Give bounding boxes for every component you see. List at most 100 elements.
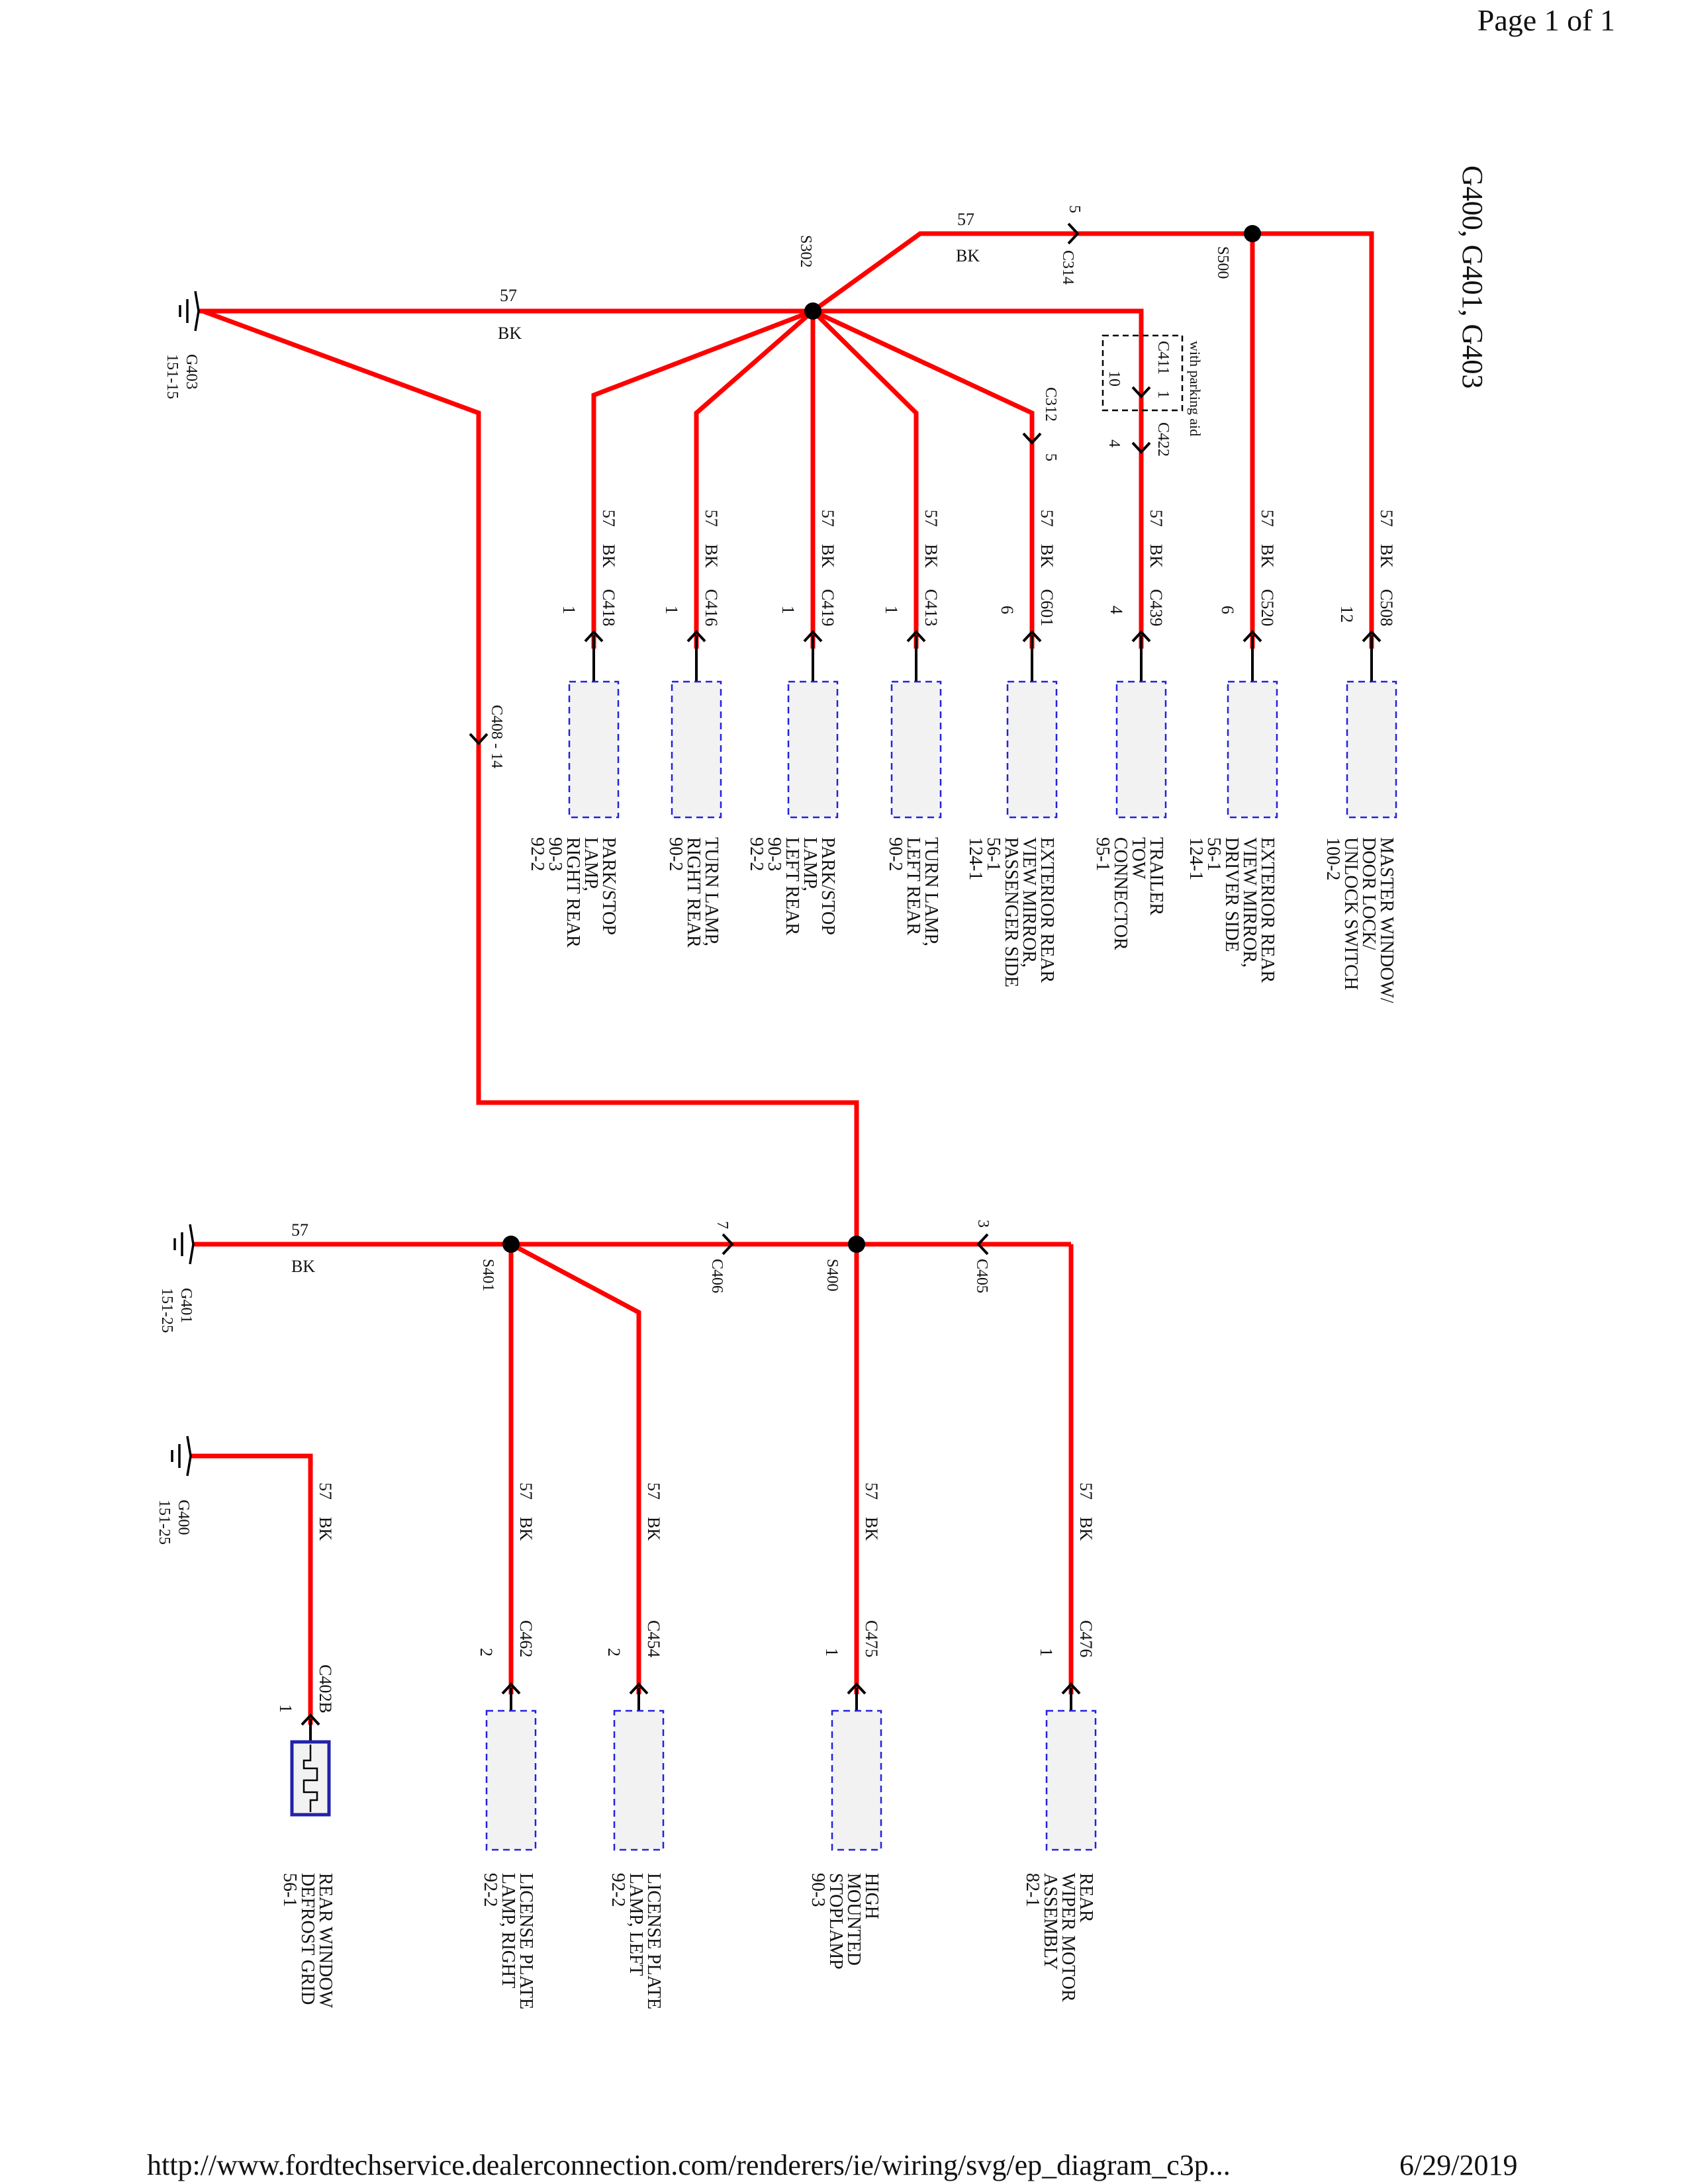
component-connector-label: C413	[921, 589, 941, 626]
component-connector-label: C439	[1147, 589, 1166, 626]
splice-s401-label: S401	[479, 1259, 496, 1291]
component-description-line: TURN LAMP,	[921, 837, 941, 946]
c405-label: C405	[973, 1259, 990, 1293]
c314-label: C314	[1059, 250, 1076, 285]
component-box[interactable]	[1115, 680, 1167, 819]
component-pin-label: 12	[1337, 606, 1356, 623]
component-description-line: 56-1	[1203, 837, 1224, 871]
component-connector-label: C416	[702, 589, 721, 626]
diagram-title: G400, G401, G403	[1456, 165, 1489, 388]
wire-label-color: BK	[1076, 1517, 1096, 1541]
component-description-line: RIGHT REAR	[563, 837, 583, 948]
component-description-line: MASTER WINDOW/	[1376, 837, 1397, 1003]
component-description-line: 90-2	[885, 837, 906, 871]
splice-s500-dot	[1244, 225, 1261, 242]
component-description-line: LAMP, RIGHT	[498, 1873, 518, 1988]
component-description-line: DOOR LOCK/	[1358, 837, 1379, 950]
component-description-line: UNLOCK SWITCH	[1340, 837, 1361, 990]
wire-label-number: 57	[516, 1482, 536, 1500]
wire-label-color: BK	[1147, 544, 1166, 568]
component-description-line: VIEW MIRROR,	[1239, 837, 1260, 968]
component-pin-label: 2	[604, 1648, 624, 1657]
defrost-grid-element	[303, 1745, 318, 1812]
component-description-line: LAMP, LEFT	[626, 1873, 646, 1976]
component-pin-label: 1	[276, 1704, 295, 1713]
wires	[191, 231, 1374, 1725]
wire-label-color: BK	[516, 1517, 536, 1541]
component-connector-symbol	[803, 630, 823, 643]
c411-pin-a-label: 10	[1105, 371, 1123, 387]
component-connector-symbol	[847, 1682, 867, 1695]
splice-s500-label: S500	[1214, 246, 1231, 279]
c405-pin-label: 3	[974, 1220, 992, 1228]
component-connector-symbol	[301, 1713, 320, 1726]
component-connectors	[301, 630, 1382, 1742]
component-description-line: RIGHT REAR	[683, 837, 704, 948]
component-description-line: WIPER MOTOR	[1058, 1873, 1078, 2002]
inline-connector-symbols	[469, 222, 1184, 1255]
wire-label-number: 57	[702, 510, 721, 527]
component-connector-symbol	[501, 1682, 521, 1695]
component-description-line: DEFROST GRID	[297, 1873, 318, 2005]
ground-g400-symbol	[171, 1435, 192, 1477]
component-description-line: LAMP,	[581, 837, 601, 891]
c408-label: C408 - 14	[488, 705, 505, 768]
component-description-line: TURN LAMP,	[701, 837, 722, 946]
ground-g401-symbol	[173, 1224, 195, 1265]
component-box[interactable]	[1006, 680, 1058, 819]
parking-aid-label: with parking aid	[1187, 341, 1203, 436]
component-box[interactable]	[1346, 680, 1397, 819]
component-connector-symbol	[1243, 630, 1262, 643]
component-box[interactable]	[1045, 1709, 1097, 1851]
ground-symbols	[171, 291, 200, 1477]
component-description-line: 92-2	[480, 1873, 500, 1907]
ground-g403-symbol	[179, 291, 200, 332]
wire-label-number: 57	[862, 1482, 881, 1500]
c422-pin-label: 4	[1105, 439, 1123, 447]
component-box[interactable]	[568, 680, 620, 819]
component-description-line: 90-2	[665, 837, 686, 871]
component-description-line: 82-1	[1022, 1873, 1043, 1907]
component-box[interactable]	[613, 1709, 665, 1851]
wire-label-number: 57	[1258, 510, 1277, 527]
wire-label-color: BK	[702, 544, 721, 568]
c411-symbol	[1131, 386, 1151, 398]
wire-label-color: BK	[316, 1517, 335, 1541]
wire-label-color: BK	[818, 544, 837, 568]
component-box[interactable]	[890, 680, 942, 819]
ground-g401-page: 151-25	[158, 1288, 175, 1333]
component-description-line: TOW	[1128, 837, 1149, 880]
component-description-line: LEFT REAR	[782, 837, 802, 935]
wire-label-color: BK	[1037, 544, 1056, 568]
wire-label-color: BK	[921, 544, 941, 568]
splice-s401-dot	[502, 1236, 520, 1253]
component-pin-label: 1	[662, 606, 681, 614]
wire-label-number: 57	[1147, 510, 1166, 527]
wire-label-color: BK	[599, 544, 618, 568]
component-description-line: 100-2	[1323, 837, 1343, 880]
wire-label-number: 57	[291, 1220, 308, 1240]
c312-label: C312	[1042, 387, 1059, 422]
footer-url[interactable]: http://www.fordtechservice.dealerconnect…	[147, 2149, 1231, 2181]
component-box[interactable]	[485, 1709, 537, 1851]
component-box[interactable]	[831, 1709, 882, 1851]
wire-label-number: 57	[818, 510, 837, 527]
component-description-line: 92-2	[527, 837, 547, 871]
component-box[interactable]	[787, 680, 839, 819]
c411-label: C411	[1154, 341, 1172, 375]
component-connector-symbol	[1022, 630, 1042, 643]
c312-symbol	[1022, 432, 1042, 445]
component-description-line: LICENSE PLATE	[643, 1873, 664, 2009]
ground-g403-page: 151-15	[164, 354, 181, 399]
component-description-line: LICENSE PLATE	[516, 1873, 536, 2009]
component-box[interactable]	[1227, 680, 1278, 819]
component-connector-label: C418	[599, 589, 618, 626]
component-pin-label: 6	[998, 606, 1017, 614]
wire-label-number: 57	[1037, 510, 1056, 527]
component-box[interactable]	[671, 680, 722, 819]
wire-label-color: BK	[1377, 544, 1396, 568]
ground-g400-page: 151-25	[156, 1500, 173, 1545]
component-connector-label: C475	[862, 1620, 881, 1657]
component-description-line: 95-1	[1092, 837, 1113, 871]
